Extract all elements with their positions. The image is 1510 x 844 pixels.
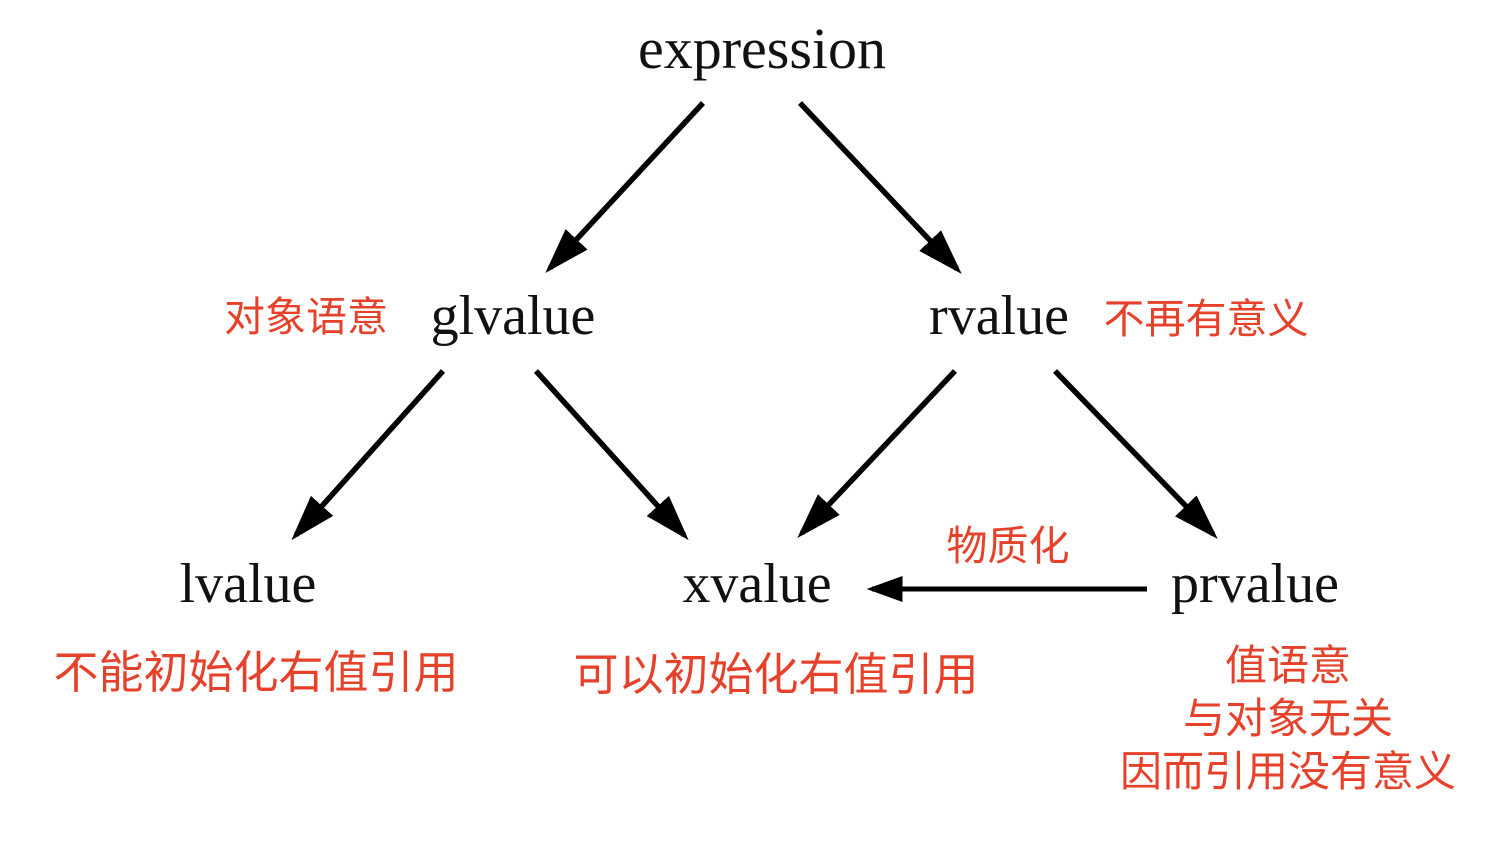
- arrow-rvalue-to-prvalue: [1053, 369, 1218, 539]
- arrow-expression-to-rvalue: [798, 101, 962, 275]
- arrow-glvalue-to-xvalue: [533, 369, 689, 541]
- annotation-materialization-label: 物质化: [946, 523, 1070, 569]
- annotation-prvalue-line3: 因而引用没有意义: [1119, 747, 1457, 795]
- annotation-rvalue-no-longer-meaningful: 不再有意义: [1103, 296, 1309, 342]
- annotation-lvalue-cannot-init-rvalue-ref: 不能初始化右值引用: [53, 647, 459, 698]
- arrow-glvalue-to-lvalue: [291, 369, 446, 541]
- annotation-prvalue-line1: 值语意: [1224, 642, 1352, 689]
- annotation-prvalue-value-semantics: 值语意 与对象无关 因而引用没有意义: [1120, 640, 1456, 799]
- node-lvalue: lvalue: [179, 553, 317, 615]
- node-expression: expression: [637, 16, 887, 81]
- node-prvalue: prvalue: [1171, 553, 1339, 615]
- arrow-expression-to-glvalue: [545, 101, 706, 274]
- annotation-glvalue-object-semantics: 对象语意: [224, 294, 388, 340]
- node-glvalue: glvalue: [430, 285, 596, 347]
- annotation-prvalue-line2: 与对象无关: [1182, 694, 1394, 742]
- node-rvalue: rvalue: [929, 285, 1069, 347]
- annotation-xvalue-can-init-rvalue-ref: 可以初始化右值引用: [573, 649, 979, 700]
- arrow-rvalue-to-xvalue: [797, 369, 957, 539]
- node-xvalue: xvalue: [682, 553, 832, 615]
